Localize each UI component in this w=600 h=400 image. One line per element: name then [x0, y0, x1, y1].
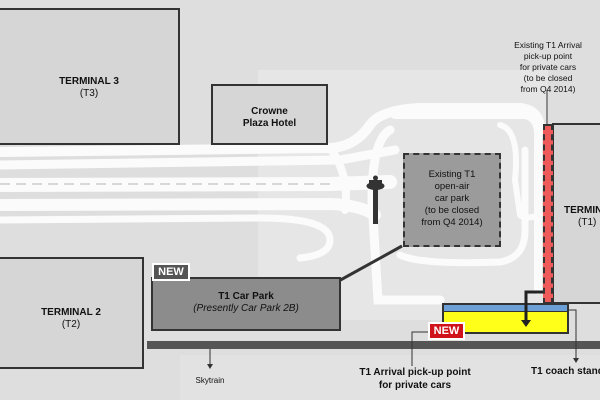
new-badge-car-park: NEW — [152, 263, 190, 281]
skytrain-arrow-icon — [207, 364, 213, 369]
open-air-line: car park — [434, 193, 470, 204]
terminal-1-name: TERMINAL 1 — [564, 205, 600, 216]
existing-pickup-strip — [543, 124, 553, 304]
label-line: (to be closed — [523, 73, 573, 83]
new-pickup-label: T1 Arrival pick-up point for private car… — [345, 366, 485, 392]
label-line: Existing T1 Arrival — [514, 40, 582, 50]
open-air-line: (to be closed — [424, 205, 480, 216]
hotel-name-line2: Plaza Hotel — [242, 118, 297, 129]
hotel-name-line1: Crowne — [251, 106, 288, 117]
coach-stand-label: T1 coach stand — [531, 366, 600, 377]
terminal-3-code: (T3) — [79, 88, 99, 99]
road — [326, 144, 350, 214]
open-air-line: open-air — [434, 181, 470, 192]
open-air-line: from Q4 2014) — [421, 217, 483, 228]
terminal-2-code: (T2) — [61, 319, 81, 330]
control-tower-icon — [366, 175, 385, 224]
open-air-car-park: Existing T1 open-air car park (to be clo… — [403, 153, 501, 247]
road — [0, 197, 381, 221]
ground-area — [180, 355, 600, 400]
t1-car-park: T1 Car Park (Presently Car Park 2B) — [151, 277, 341, 331]
label-line: for private cars — [519, 62, 577, 72]
existing-pickup-label: Existing T1 Arrival pick-up point for pr… — [494, 40, 600, 95]
road — [0, 214, 334, 262]
new-badge-pickup: NEW — [428, 322, 465, 340]
road — [0, 103, 545, 157]
label-line: for private cars — [378, 380, 452, 391]
coach-arrow-icon — [573, 358, 579, 363]
label-line: pick-up point — [523, 51, 573, 61]
label-line: from Q4 2014) — [520, 84, 576, 94]
open-air-line: Existing T1 — [428, 169, 476, 180]
label-line: T1 Arrival pick-up point — [359, 367, 471, 378]
road — [497, 122, 543, 221]
terminal-3: TERMINAL 3 (T3) — [0, 8, 180, 145]
terminal-1-code: (T1) — [578, 217, 597, 228]
new-pickup-lane — [444, 305, 567, 312]
terminal-1: TERMINAL 1 (T1) — [552, 123, 600, 304]
road — [367, 125, 445, 305]
road — [396, 146, 529, 267]
terminal-3-name: TERMINAL 3 — [59, 76, 119, 87]
terminal-2: TERMINAL 2 (T2) — [0, 257, 144, 369]
car-park-name: T1 Car Park — [218, 291, 274, 302]
road-bar — [147, 341, 600, 349]
road — [391, 111, 543, 294]
skytrain-label: Skytrain — [195, 376, 225, 385]
car-park-note: (Presently Car Park 2B) — [193, 303, 299, 314]
crowne-plaza-hotel: Crowne Plaza Hotel — [211, 84, 328, 145]
terminal-2-name: TERMINAL 2 — [41, 307, 101, 318]
